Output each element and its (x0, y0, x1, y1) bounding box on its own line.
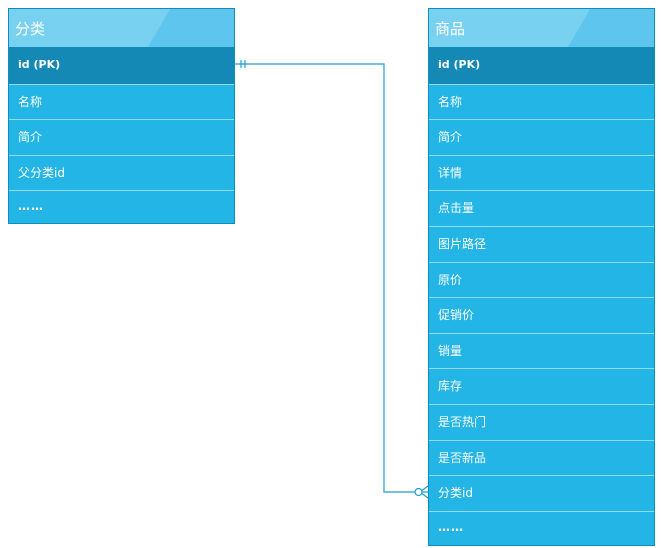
field-row[interactable]: 促销价 (429, 297, 654, 333)
relationship-line[interactable] (235, 63, 428, 493)
zero-or-many-cardinality-icon (414, 485, 429, 499)
entity-product[interactable]: 商品 id (PK) 名称 简介 详情 点击量 图片路径 原价 促销价 销量 库… (428, 8, 655, 546)
entity-category[interactable]: 分类 id (PK) 名称 简介 父分类id …… (8, 8, 235, 224)
entity-header: 商品 (429, 9, 654, 48)
field-row[interactable]: 名称 (9, 83, 234, 120)
field-row-ellipsis[interactable]: …… (429, 510, 654, 547)
field-row[interactable]: 父分类id (9, 154, 234, 191)
field-row-ellipsis[interactable]: …… (9, 190, 234, 226)
field-row[interactable]: 点击量 (429, 190, 654, 226)
field-list: id (PK) 名称 简介 父分类id …… (9, 48, 234, 226)
one-cardinality-icon (240, 60, 246, 68)
field-row-pk[interactable]: id (PK) (9, 48, 234, 84)
field-row[interactable]: 名称 (429, 83, 654, 120)
field-row[interactable]: 简介 (429, 119, 654, 155)
field-row[interactable]: 图片路径 (429, 225, 654, 262)
field-list: id (PK) 名称 简介 详情 点击量 图片路径 原价 促销价 销量 库存 是… (429, 48, 654, 546)
field-row-fk[interactable]: 分类id (429, 475, 654, 511)
entity-title: 分类 (15, 20, 46, 38)
field-row-pk[interactable]: id (PK) (429, 48, 654, 84)
entity-title: 商品 (435, 20, 466, 38)
field-row[interactable]: 是否热门 (429, 403, 654, 440)
header-accent (148, 9, 234, 47)
header-accent (568, 9, 654, 47)
entity-header: 分类 (9, 9, 234, 48)
field-row[interactable]: 库存 (429, 368, 654, 404)
field-row[interactable]: 原价 (429, 261, 654, 298)
field-row[interactable]: 是否新品 (429, 439, 654, 476)
field-row[interactable]: 简介 (9, 119, 234, 155)
field-row[interactable]: 详情 (429, 154, 654, 191)
field-row[interactable]: 销量 (429, 332, 654, 369)
